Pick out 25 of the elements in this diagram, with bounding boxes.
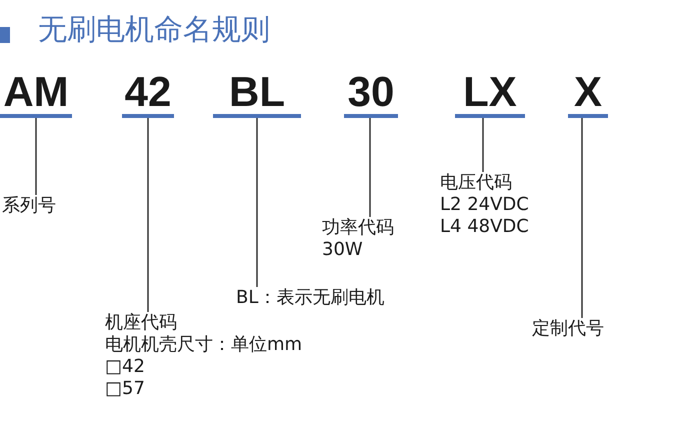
- code-segment: 42: [122, 68, 174, 118]
- description-line: L4 48VDC: [440, 216, 529, 238]
- code-segment: LX: [455, 68, 525, 118]
- description-line: □42: [105, 356, 145, 378]
- code-segment: BL: [213, 68, 301, 118]
- description-line: L2 24VDC: [440, 194, 529, 216]
- code-segment: AM: [0, 68, 72, 118]
- leader-line: [147, 118, 149, 312]
- description-heading: 机座代码: [105, 312, 177, 334]
- description-line: 30W: [322, 239, 363, 261]
- description-text: BL：表示无刷电机: [236, 287, 384, 309]
- title: 无刷电机命名规则: [38, 11, 270, 48]
- code-segment: X: [568, 68, 608, 118]
- description-text: 定制代号: [532, 318, 604, 340]
- description-text: 系列号: [2, 195, 56, 217]
- code-segment: 30: [344, 68, 398, 118]
- leader-line: [369, 118, 371, 217]
- description-line: 电机机壳尺寸：单位mm: [105, 334, 302, 356]
- description-heading: 功率代码: [322, 217, 394, 239]
- leader-line: [256, 118, 258, 287]
- leader-line: [482, 118, 484, 172]
- description-heading: 电压代码: [440, 172, 512, 194]
- description-line: □57: [105, 378, 145, 400]
- leader-line: [581, 118, 583, 318]
- leader-line: [35, 118, 37, 195]
